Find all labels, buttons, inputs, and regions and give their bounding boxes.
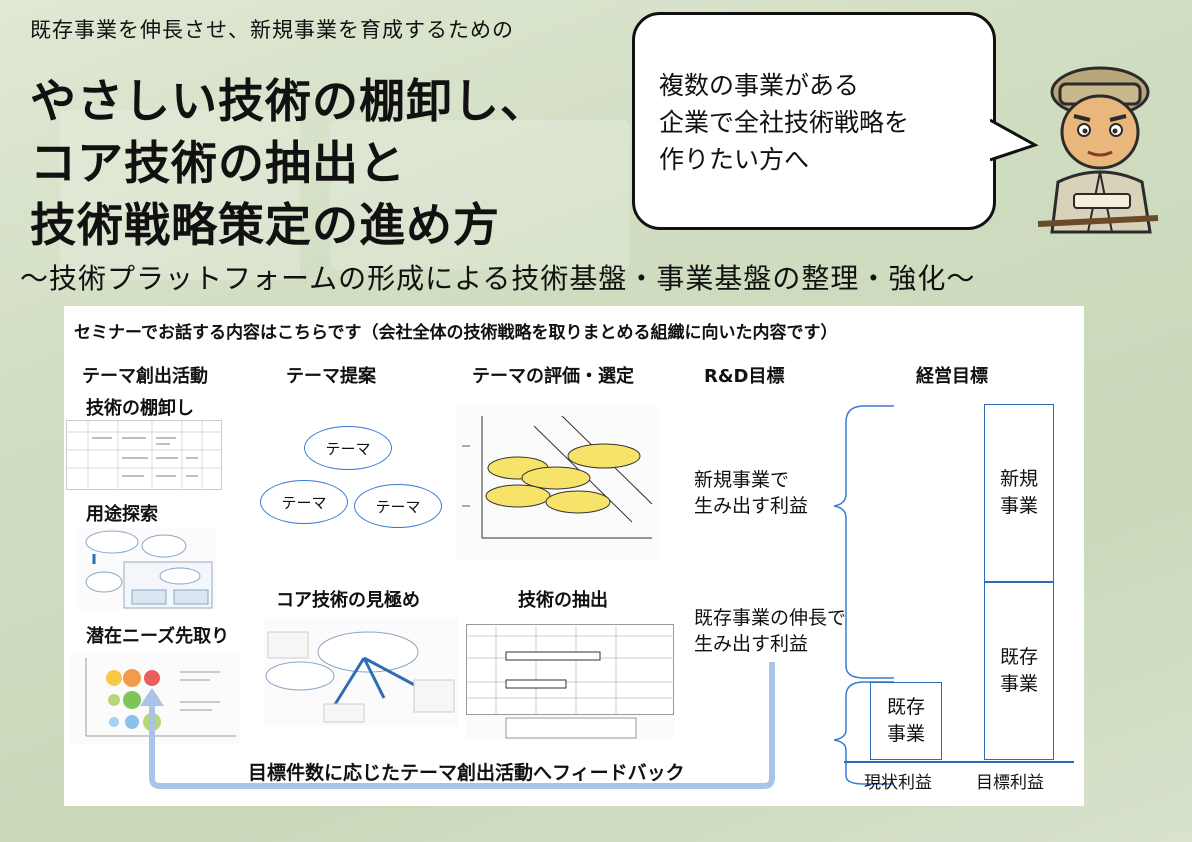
tech-extraction-label: 技術の抽出: [518, 590, 608, 611]
baseline: [844, 761, 1074, 763]
axis-current-profit: 現状利益: [864, 773, 932, 793]
page-title: やさしい技術の棚卸し、 コア技術の抽出と 技術戦略策定の進め方: [30, 70, 547, 256]
axis-target-profit: 目標利益: [976, 773, 1044, 793]
column-theme-creation: テーマ創出活動: [82, 366, 208, 387]
panel-header: セミナーでお話する内容はこちらです（会社全体の技術戦略を取りまとめる組織に向いた…: [74, 323, 838, 343]
content-panel: セミナーでお話する内容はこちらです（会社全体の技術戦略を取りまとめる組織に向いた…: [64, 306, 1084, 806]
bubble-line-3: 作りたい方へ: [659, 145, 810, 174]
core-tech-label: コア技術の見極め: [276, 590, 420, 611]
background-decoration: [60, 110, 300, 280]
core-tech-diagram-thumbnail: [264, 618, 458, 726]
profit-new-line-1: 新規事業で: [694, 469, 790, 491]
theme-ellipse-2: テーマ: [260, 480, 348, 524]
activity-use-search: 用途探索: [86, 504, 158, 525]
background-decoration: [330, 120, 630, 270]
bubble-line-1: 複数の事業がある: [659, 71, 860, 100]
speech-bubble: 複数の事業がある 企業で全社技術戦略を 作りたい方へ: [632, 12, 996, 230]
profit-braces: [834, 405, 894, 785]
title-line-1: やさしい技術の棚卸し、: [30, 74, 547, 128]
profit-new-line-2: 生み出す利益: [694, 495, 809, 517]
page-tagline: ～技術プラットフォームの形成による技術基盤・事業基盤の整理・強化～: [20, 262, 976, 295]
speech-bubble-tail: [990, 118, 1039, 162]
box-existing-business-current: 既存 事業: [870, 682, 942, 760]
box-new-business: 新規 事業: [984, 404, 1054, 582]
tech-extraction-table-thumbnail: [466, 624, 674, 740]
inventory-table-thumbnail: [66, 420, 222, 490]
feedback-label: 目標件数に応じたテーマ創出活動へフィードバック: [248, 762, 685, 784]
use-search-diagram-thumbnail: [76, 528, 216, 610]
title-line-2: コア技術の抽出と: [30, 136, 406, 190]
bubble-line-2: 企業で全社技術戦略を: [659, 108, 910, 137]
feedback-arrow: [140, 662, 775, 789]
activity-inventory: 技術の棚卸し: [86, 398, 194, 419]
column-theme-proposal: テーマ提案: [286, 366, 376, 387]
profit-existing-line-2: 生み出す利益: [694, 633, 809, 655]
theme-ellipse-3: テーマ: [354, 484, 442, 528]
column-management-goal: 経営目標: [916, 366, 988, 387]
theme-ellipse-1: テーマ: [304, 426, 392, 470]
title-line-3: 技術戦略策定の進め方: [30, 198, 500, 252]
column-theme-evaluation: テーマの評価・選定: [472, 366, 634, 387]
evaluation-matrix-thumbnail: [456, 406, 660, 560]
activity-latent-needs: 潜在ニーズ先取り: [86, 626, 230, 647]
character-illustration: [1037, 66, 1159, 234]
box-existing-business-target: 既存 事業: [984, 582, 1054, 760]
page-subtitle: 既存事業を伸長させ、新規事業を育成するための: [30, 18, 514, 42]
column-rd-goal: R&D目標: [704, 366, 785, 387]
profit-existing-line-1: 既存事業の伸長で: [694, 607, 847, 629]
